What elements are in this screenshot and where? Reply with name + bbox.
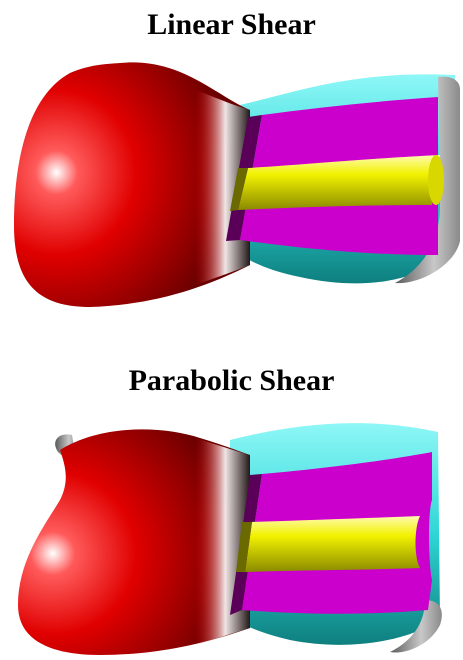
parabolic-shear-title: Parabolic Shear	[0, 366, 463, 396]
parabolic-shear-figure	[0, 410, 463, 660]
core-end-cap	[428, 155, 444, 205]
linear-shear-title: Linear Shear	[0, 10, 463, 40]
core-cylinder	[245, 516, 420, 572]
linear-shear-figure	[0, 55, 463, 315]
